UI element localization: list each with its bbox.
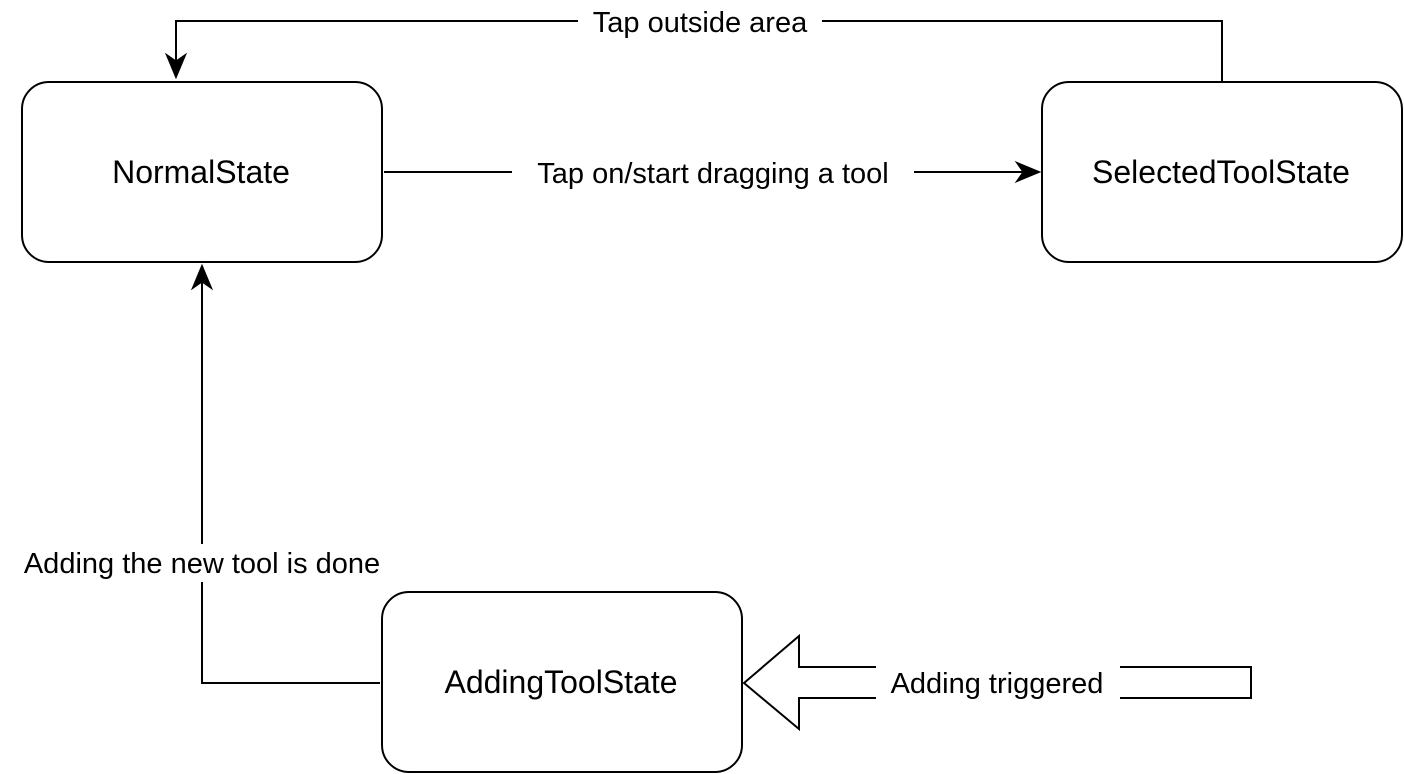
edge-tap-outside-label: Tap outside area	[593, 7, 808, 39]
edge-adding-triggered-label-bg	[876, 664, 1120, 702]
state-adding-tool-box	[381, 591, 743, 773]
state-adding-tool-label: AddingToolState	[444, 664, 677, 700]
edge-tap-outside-arrowhead	[164, 52, 188, 80]
edge-tap-on-tool-arrowhead	[1014, 160, 1042, 184]
edge-adding-triggered-label: Adding triggered	[891, 668, 1104, 700]
edge-adding-done-label-bg	[0, 544, 404, 582]
edge-adding-done-arrowhead	[190, 263, 214, 291]
state-normal-box	[21, 81, 383, 263]
state-selected-tool-label: SelectedToolState	[1092, 154, 1350, 190]
state-normal: NormalState	[21, 81, 383, 263]
edge-tap-outside-label-bg	[578, 4, 822, 40]
edge-adding-done-label: Adding the new tool is done	[24, 548, 380, 580]
edge-adding-done-line	[201, 282, 380, 684]
edge-tap-outside: Tap outside area	[164, 4, 1223, 81]
edge-tap-on-tool-label: Tap on/start dragging a tool	[537, 158, 888, 190]
state-selected-tool-box	[1041, 81, 1403, 263]
edge-adding-triggered: Adding triggered	[742, 633, 1252, 732]
state-selected-tool: SelectedToolState	[1041, 81, 1403, 263]
edge-adding-done: Adding the new tool is done	[0, 263, 404, 684]
state-adding-tool: AddingToolState	[381, 591, 743, 773]
edge-tap-on-tool: Tap on/start dragging a tool	[384, 154, 1042, 190]
state-normal-label: NormalState	[112, 154, 290, 190]
edge-tap-on-tool-label-bg	[512, 154, 914, 190]
